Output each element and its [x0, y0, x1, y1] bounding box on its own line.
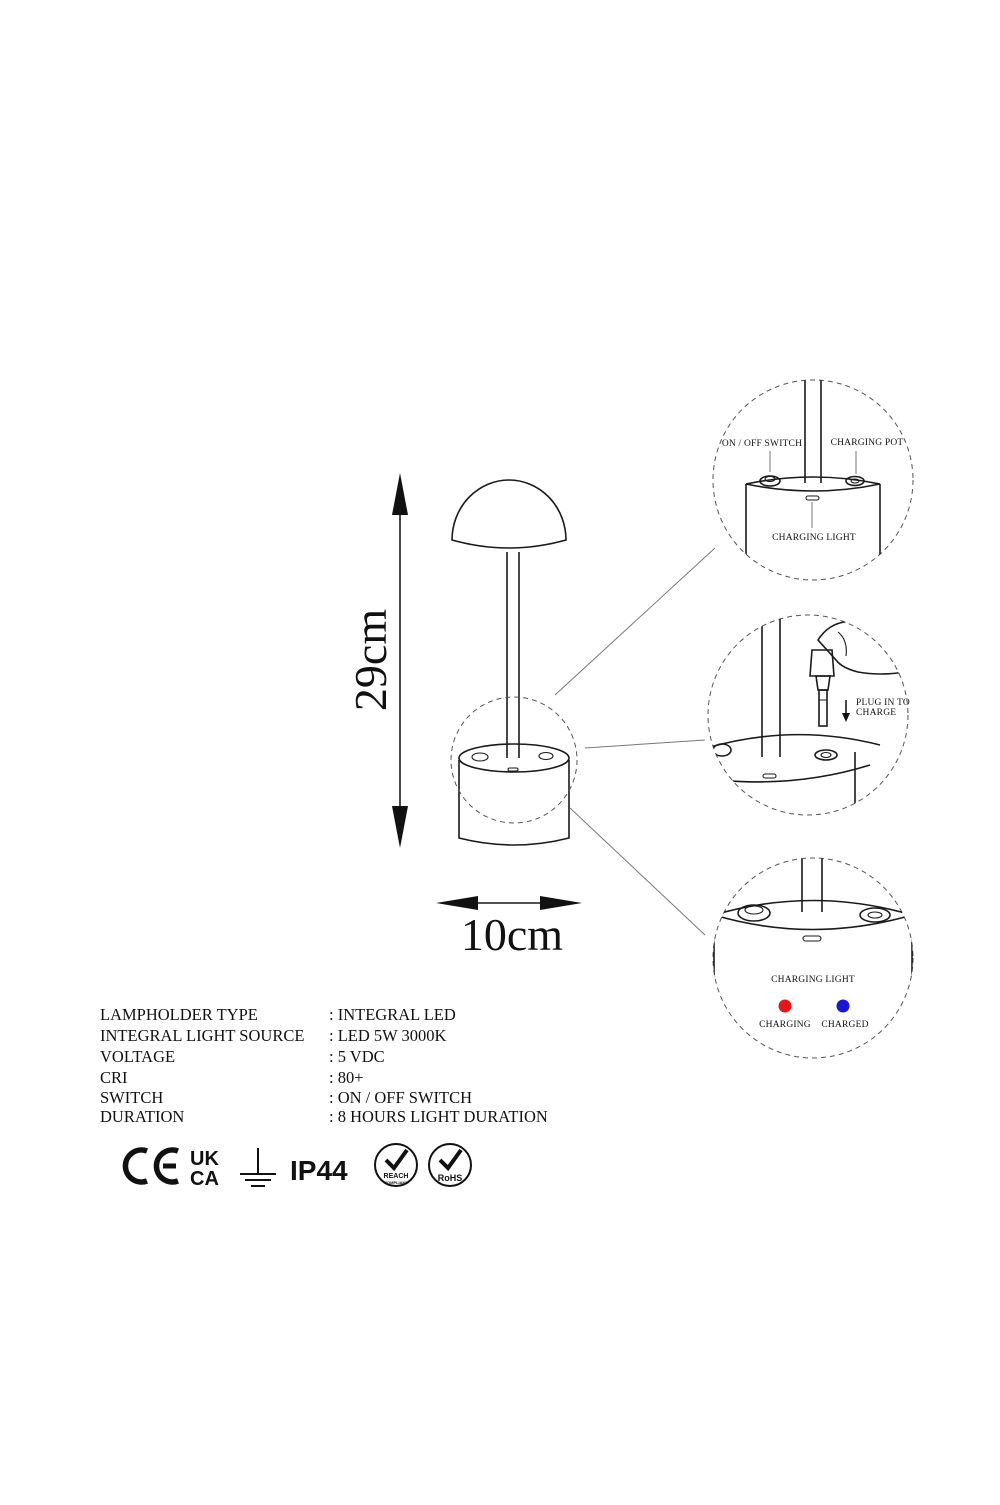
lamp-port — [538, 751, 554, 761]
lamp-switch — [471, 752, 489, 762]
spec-label: LAMPHOLDER TYPE — [100, 1005, 258, 1024]
spec-label: VOLTAGE — [100, 1047, 175, 1066]
detail3-port-hole — [867, 911, 883, 919]
rohs-mark-icon: RoHS — [428, 1143, 472, 1187]
ukca-mark-icon: UK CA — [190, 1148, 219, 1190]
detail3-port — [859, 907, 891, 923]
spec-value: : 8 HOURS LIGHT DURATION — [329, 1107, 548, 1126]
detail3-base-top — [713, 899, 913, 916]
ukca-bottom-text: CA — [190, 1168, 219, 1190]
spec-value: : 80+ — [329, 1068, 364, 1087]
detail3-switch — [737, 904, 771, 922]
reach-mark-icon: REACH COMPLIANT — [374, 1143, 418, 1187]
detail-switch-and-port: ON / OFF SWITCH CHARGING POT CHARGING LI… — [712, 379, 914, 581]
reach-text: REACH — [384, 1173, 409, 1180]
ce-mark-icon — [122, 1147, 179, 1185]
width-label: 10cm — [461, 909, 563, 960]
detail1-port — [845, 475, 865, 487]
charging-indicator-dot — [778, 999, 792, 1013]
label-charging-light-top: CHARGING LIGHT — [772, 533, 856, 543]
detail2-plug-neck — [815, 675, 831, 691]
spec-value: : INTEGRAL LED — [329, 1005, 456, 1024]
label-charging-light-bottom: CHARGING LIGHT — [771, 975, 855, 985]
label-charge: CHARGE — [856, 708, 896, 718]
height-arrow-bottom — [392, 806, 408, 848]
label-charging: CHARGING — [759, 1020, 811, 1030]
width-arrow-right — [540, 896, 582, 910]
detail2-plug-head — [809, 649, 835, 677]
spec-label: DURATION — [100, 1107, 184, 1126]
detail2-base-top — [708, 733, 881, 751]
spec-value: : ON / OFF SWITCH — [329, 1088, 472, 1107]
height-label: 29cm — [345, 609, 396, 711]
lamp-base-body — [458, 760, 570, 846]
certification-marks: UK CA IP44 REACH COMPLIANT RoHS — [122, 1143, 472, 1190]
plug-arrow — [842, 713, 850, 722]
detail2-plug-pin — [818, 689, 828, 727]
detail1-base-top — [745, 476, 881, 485]
spec-value: : 5 VDC — [329, 1047, 385, 1066]
detail1-switch-knob — [764, 475, 776, 483]
detail2-hand — [816, 620, 906, 675]
spec-label: CRI — [100, 1068, 128, 1087]
lamp-led — [507, 767, 519, 772]
ground-symbol-icon — [240, 1148, 276, 1187]
height-arrow-top — [392, 473, 408, 515]
lamp-drawing — [450, 479, 578, 846]
label-plug-in-to: PLUG IN TO — [856, 698, 910, 708]
leader-line-bottom — [569, 807, 706, 936]
detail2-led — [762, 773, 777, 779]
detail1-led — [805, 495, 820, 501]
width-arrow-left — [436, 896, 478, 910]
lamp-shade — [451, 479, 567, 549]
lamp-base-top — [458, 743, 570, 773]
leader-line-middle — [584, 739, 706, 749]
charged-indicator-dot — [836, 999, 850, 1013]
zoom-circle — [450, 696, 578, 824]
detail1-port-hole — [850, 478, 860, 484]
detail3-switch-knob — [744, 905, 764, 915]
ip44-mark: IP44 — [290, 1155, 348, 1186]
ukca-top-text: UK — [190, 1148, 219, 1170]
detail-plug-in: PLUG IN TO CHARGE — [707, 614, 910, 816]
detail1-base-top-front — [745, 483, 881, 492]
detail2-finger — [837, 631, 847, 657]
detail2-port-hole — [820, 751, 832, 759]
detail2-circle — [707, 614, 909, 816]
rohs-text: RoHS — [438, 1173, 463, 1183]
detail2-port — [814, 749, 838, 761]
label-on-off-switch: ON / OFF SWITCH — [722, 439, 802, 449]
height-dimension: 29cm — [345, 473, 408, 848]
spec-value: : LED 5W 3000K — [329, 1026, 447, 1045]
width-dimension: 10cm — [436, 896, 582, 960]
spec-label: INTEGRAL LIGHT SOURCE — [100, 1026, 304, 1045]
spec-label: SWITCH — [100, 1088, 163, 1107]
reach-sub-text: COMPLIANT — [384, 1180, 408, 1185]
leader-line-top — [554, 547, 716, 696]
detail3-base-front — [713, 914, 913, 931]
label-charging-pot: CHARGING POT — [831, 438, 904, 448]
label-charged: CHARGED — [821, 1020, 868, 1030]
detail1-circle — [712, 379, 914, 581]
specs-table: LAMPHOLDER TYPE : INTEGRAL LED INTEGRAL … — [100, 1005, 548, 1126]
detail3-circle — [712, 857, 914, 1059]
detail-charging-light: CHARGING LIGHT CHARGING CHARGED — [712, 857, 914, 1059]
detail3-led — [802, 935, 822, 942]
detail2-base-front — [708, 764, 871, 783]
